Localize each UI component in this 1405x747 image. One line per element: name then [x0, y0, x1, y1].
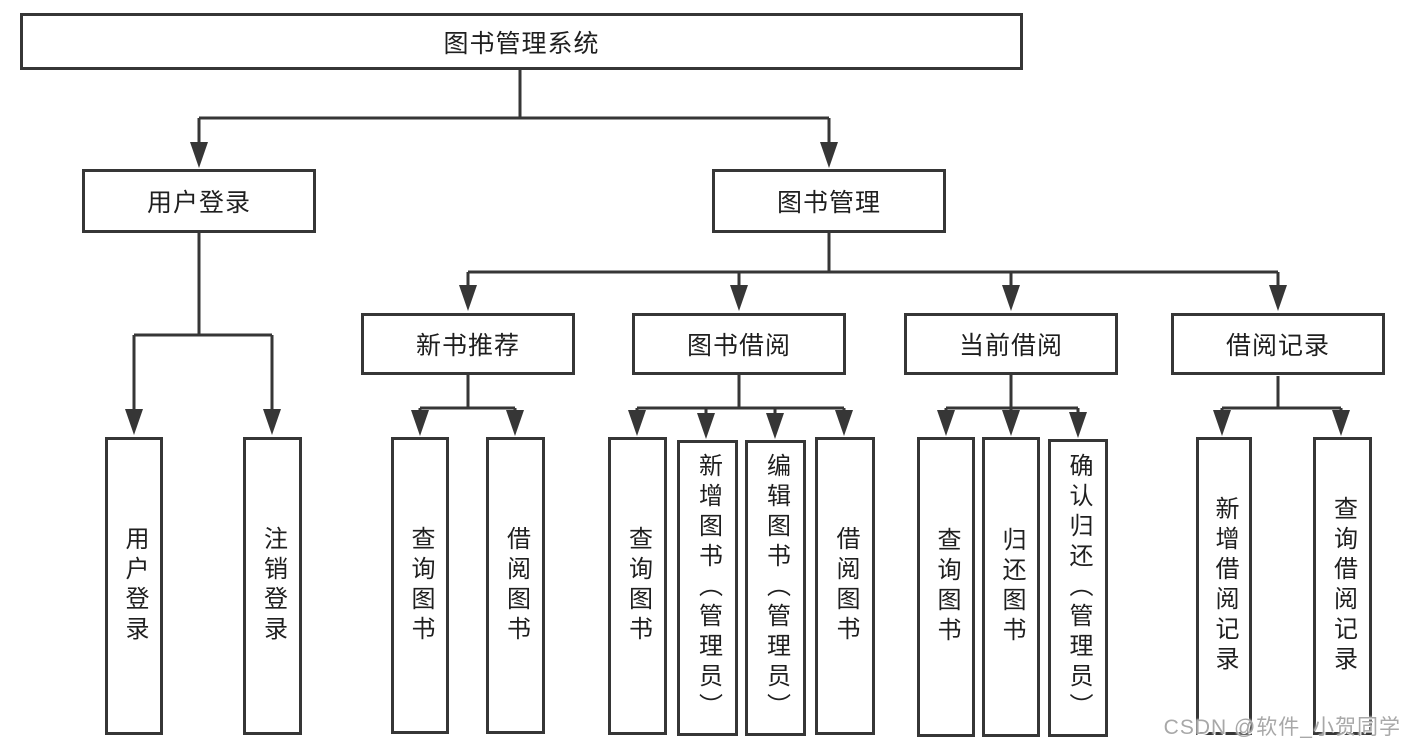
node-user-login: 用户登录	[82, 169, 316, 233]
node-new-book-recommend: 新书推荐	[361, 313, 575, 375]
node-book-mgmt-label: 图书管理	[776, 189, 881, 217]
node-root-label: 图书管理系统	[443, 29, 600, 58]
leaf-user-login: 用户登录	[105, 437, 163, 735]
leaf-confirm-return-admin-label: 确认归还（管理员）	[1065, 453, 1092, 723]
node-book-borrow-label: 图书借阅	[686, 332, 791, 360]
watermark: CSDN @软件_小贺同学	[1163, 716, 1401, 739]
leaf-borrow-books-label: 借阅图书	[502, 525, 530, 646]
leaf-add-borrow-record: 新增借阅记录	[1196, 437, 1252, 735]
leaf-logout: 注销登录	[243, 437, 302, 735]
leaf-add-borrow-record-label: 新增借阅记录	[1211, 496, 1238, 676]
node-current-borrow-label: 当前借阅	[958, 332, 1063, 360]
node-borrow-records-label: 借阅记录	[1225, 332, 1330, 360]
node-borrow-records: 借阅记录	[1171, 313, 1385, 375]
leaf-borrow-books-2: 借阅图书	[815, 437, 875, 735]
leaf-query-books-2-label: 查询图书	[624, 526, 652, 646]
leaf-query-borrow-record: 查询借阅记录	[1313, 437, 1372, 735]
leaf-add-books-admin-label: 新增图书（管理员）	[694, 453, 722, 723]
leaf-edit-books-admin-label: 编辑图书（管理员）	[762, 453, 790, 723]
leaf-logout-label: 注销登录	[259, 526, 287, 646]
leaf-query-books-label: 查询图书	[407, 525, 434, 646]
node-root: 图书管理系统	[20, 13, 1023, 70]
leaf-query-books-3-label: 查询图书	[933, 527, 960, 647]
leaf-add-books-admin: 新增图书（管理员）	[677, 440, 738, 736]
leaf-confirm-return-admin: 确认归还（管理员）	[1048, 439, 1108, 737]
leaf-query-books-2: 查询图书	[608, 437, 667, 735]
node-user-login-label: 用户登录	[146, 189, 251, 217]
node-new-book-recommend-label: 新书推荐	[415, 332, 520, 360]
node-book-mgmt: 图书管理	[712, 169, 946, 233]
leaf-edit-books-admin: 编辑图书（管理员）	[745, 440, 806, 736]
leaf-query-books: 查询图书	[391, 437, 449, 734]
leaf-query-books-3: 查询图书	[917, 437, 975, 737]
node-book-borrow: 图书借阅	[632, 313, 846, 375]
leaf-query-borrow-record-label: 查询借阅记录	[1329, 496, 1357, 676]
leaf-return-books-label: 归还图书	[998, 527, 1025, 647]
leaf-borrow-books-2-label: 借阅图书	[832, 526, 859, 646]
leaf-user-login-label: 用户登录	[121, 526, 148, 646]
leaf-return-books: 归还图书	[982, 437, 1040, 737]
leaf-borrow-books: 借阅图书	[486, 437, 545, 734]
node-current-borrow: 当前借阅	[904, 313, 1118, 375]
